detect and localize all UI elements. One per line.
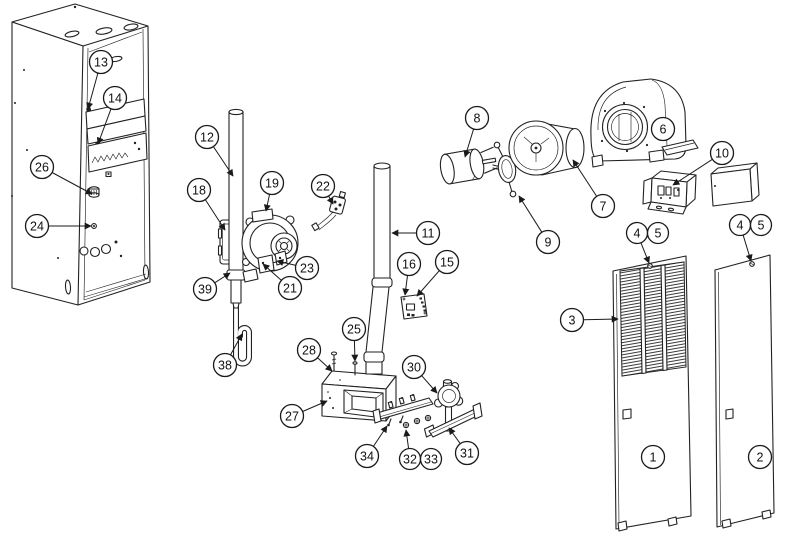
blower-housing bbox=[590, 78, 699, 168]
svg-text:3: 3 bbox=[569, 313, 576, 327]
callout-8: 8 bbox=[463, 105, 490, 158]
svg-text:4: 4 bbox=[737, 218, 744, 232]
svg-text:5: 5 bbox=[655, 226, 662, 240]
callout-11: 11 bbox=[391, 220, 441, 246]
callout-13: 13 bbox=[86, 49, 114, 110]
svg-text:18: 18 bbox=[192, 183, 206, 197]
svg-text:33: 33 bbox=[424, 452, 438, 466]
blower-motor bbox=[439, 146, 498, 185]
front-panel-plain bbox=[714, 254, 775, 529]
svg-text:12: 12 bbox=[200, 130, 214, 144]
callout-32: 32 bbox=[398, 429, 422, 471]
control-box-cover bbox=[710, 162, 760, 207]
cabinet-assembly bbox=[11, 3, 151, 306]
svg-text:28: 28 bbox=[302, 343, 316, 357]
callout-2: 2 bbox=[747, 444, 773, 470]
svg-text:2: 2 bbox=[757, 450, 764, 464]
manifold-bracket bbox=[372, 394, 434, 427]
drain-tube bbox=[233, 303, 252, 367]
svg-text:13: 13 bbox=[94, 55, 108, 69]
svg-text:6: 6 bbox=[660, 122, 667, 136]
svg-text:14: 14 bbox=[108, 91, 122, 105]
callout-3: 3 bbox=[559, 307, 619, 333]
svg-text:25: 25 bbox=[347, 322, 361, 336]
callout-28: 28 bbox=[296, 337, 333, 372]
callout-24: 24 bbox=[24, 213, 92, 239]
callout-27: 27 bbox=[279, 400, 328, 429]
svg-text:8: 8 bbox=[474, 111, 481, 125]
callout-15: 15 bbox=[416, 249, 460, 297]
callout-14: 14 bbox=[96, 85, 128, 145]
svg-text:10: 10 bbox=[715, 146, 729, 160]
svg-text:11: 11 bbox=[422, 226, 435, 240]
callout-4a: 4 bbox=[625, 221, 650, 264]
flue-pipe-lower bbox=[363, 162, 393, 375]
callout-23: 23 bbox=[276, 255, 320, 281]
svg-text:31: 31 bbox=[460, 446, 474, 460]
callout-25: 25 bbox=[341, 316, 367, 362]
control-board bbox=[400, 293, 428, 320]
svg-text:1: 1 bbox=[650, 450, 657, 464]
orifice-nuts bbox=[402, 414, 432, 429]
svg-text:38: 38 bbox=[218, 358, 232, 372]
callout-34: 34 bbox=[354, 425, 388, 469]
svg-text:16: 16 bbox=[402, 257, 416, 271]
svg-text:23: 23 bbox=[300, 261, 314, 275]
svg-text:27: 27 bbox=[285, 409, 299, 423]
callout-26: 26 bbox=[29, 154, 93, 195]
svg-text:5: 5 bbox=[758, 218, 765, 232]
svg-text:22: 22 bbox=[316, 179, 330, 193]
front-panel-louvered bbox=[612, 255, 692, 532]
callout-38: 38 bbox=[212, 333, 243, 378]
callout-31: 31 bbox=[448, 427, 480, 466]
svg-text:15: 15 bbox=[440, 255, 454, 269]
callout-30: 30 bbox=[401, 354, 438, 394]
callout-9: 9 bbox=[518, 195, 561, 255]
svg-text:19: 19 bbox=[265, 176, 279, 190]
svg-text:32: 32 bbox=[403, 452, 417, 466]
callout-5a: 5 bbox=[646, 221, 670, 245]
callout-7: 7 bbox=[572, 159, 616, 219]
svg-text:21: 21 bbox=[283, 281, 297, 295]
callout-39: 39 bbox=[192, 272, 231, 302]
callout-6: 6 bbox=[650, 116, 676, 142]
control-box bbox=[642, 170, 697, 215]
svg-text:24: 24 bbox=[30, 219, 44, 233]
callout-22: 22 bbox=[310, 173, 336, 205]
blower-wheel bbox=[508, 120, 585, 176]
svg-text:9: 9 bbox=[545, 235, 552, 249]
callout-21: 21 bbox=[262, 263, 303, 301]
flue-pipe-upper bbox=[226, 108, 246, 309]
callout-33: 33 bbox=[419, 447, 443, 471]
svg-text:34: 34 bbox=[360, 449, 374, 463]
svg-text:30: 30 bbox=[407, 360, 421, 374]
gas-valve bbox=[433, 379, 464, 432]
callout-19: 19 bbox=[259, 170, 285, 212]
callout-16: 16 bbox=[396, 251, 422, 296]
svg-text:4: 4 bbox=[634, 226, 641, 240]
svg-text:39: 39 bbox=[198, 282, 212, 296]
callout-1: 1 bbox=[640, 444, 666, 470]
burner-tube bbox=[423, 402, 483, 438]
callout-18: 18 bbox=[186, 177, 226, 231]
callout-4b: 4 bbox=[728, 213, 753, 262]
callout-5b: 5 bbox=[749, 213, 773, 237]
svg-text:7: 7 bbox=[600, 199, 607, 213]
callout-10: 10 bbox=[672, 140, 735, 186]
callout-12: 12 bbox=[194, 124, 234, 177]
svg-text:26: 26 bbox=[35, 160, 49, 174]
